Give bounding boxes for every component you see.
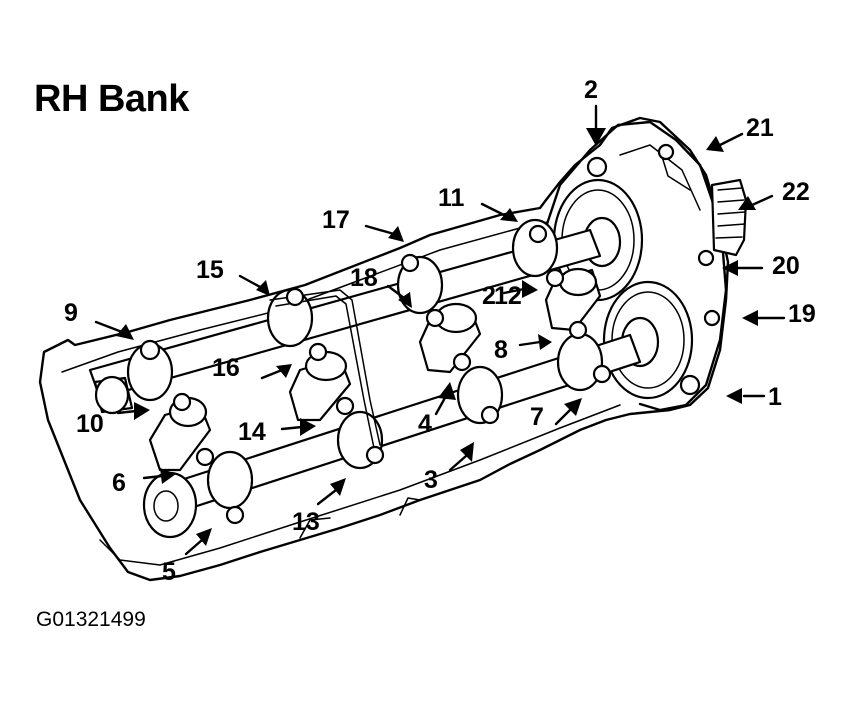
arrow-16 bbox=[276, 364, 292, 378]
callout-17: 17 bbox=[322, 206, 350, 234]
callout-9: 9 bbox=[64, 299, 78, 327]
callout-13: 13 bbox=[292, 508, 320, 536]
callout-10: 10 bbox=[76, 410, 104, 438]
callout-15: 15 bbox=[196, 256, 224, 284]
callout-18: 18 bbox=[350, 264, 378, 292]
callout-7: 7 bbox=[530, 403, 544, 431]
arrow-19 bbox=[742, 310, 758, 326]
arrow-5 bbox=[196, 528, 212, 546]
arrow-11 bbox=[500, 208, 518, 222]
callout-3: 3 bbox=[424, 466, 438, 494]
arrow-1 bbox=[726, 388, 762, 404]
arrow-18 bbox=[398, 292, 412, 308]
arrow-17 bbox=[388, 226, 404, 242]
callout-6: 6 bbox=[112, 469, 126, 497]
arrow-20 bbox=[722, 260, 738, 276]
callout-19: 19 bbox=[788, 300, 816, 328]
callout-20: 20 bbox=[772, 252, 800, 280]
arrow-8 bbox=[538, 334, 552, 350]
arrow-9 bbox=[116, 324, 134, 340]
callout-4: 4 bbox=[418, 410, 432, 438]
arrow-4 bbox=[438, 382, 456, 400]
arrow-14 bbox=[300, 418, 316, 436]
arrow-3 bbox=[460, 442, 474, 462]
diagram-title: RH Bank bbox=[34, 78, 189, 120]
callout-2-top: 2 bbox=[584, 76, 598, 104]
arrow-10 bbox=[134, 402, 150, 420]
cylinder-head-outline bbox=[38, 116, 730, 582]
callout-12: 12 bbox=[494, 282, 522, 310]
arrow-7 bbox=[564, 398, 582, 416]
callout-arrows bbox=[94, 104, 786, 556]
bearing-cap-bolts bbox=[139, 224, 612, 525]
arrow-13 bbox=[330, 478, 346, 496]
callout-21: 21 bbox=[746, 114, 774, 142]
lower-camshaft bbox=[142, 332, 642, 539]
callout-5: 5 bbox=[162, 558, 176, 586]
callout-1: 1 bbox=[768, 383, 782, 411]
arrow-21 bbox=[706, 136, 724, 152]
callout-14: 14 bbox=[238, 418, 266, 446]
arrow-2-top bbox=[586, 128, 606, 146]
arrow-6 bbox=[160, 468, 176, 484]
callout-22: 22 bbox=[782, 178, 810, 206]
arrow-12 bbox=[522, 280, 538, 298]
upper-camshaft bbox=[88, 218, 602, 415]
oil-pipe bbox=[269, 289, 381, 449]
callout-16: 16 bbox=[212, 354, 240, 382]
figure-id: G01321499 bbox=[36, 608, 146, 631]
callout-8: 8 bbox=[494, 336, 508, 364]
callout-2: 2 bbox=[482, 282, 496, 310]
callout-labels: 1 2 3 4 5 6 7 8 9 10 11 12 13 14 15 16 1… bbox=[64, 76, 816, 586]
callout-11: 11 bbox=[438, 184, 465, 212]
